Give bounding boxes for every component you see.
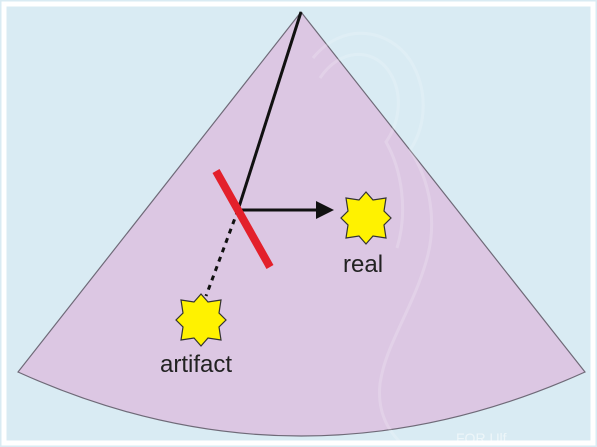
real-target-star-icon	[341, 192, 391, 244]
artifact-target-star-icon	[176, 294, 226, 346]
watermark-text: FOR Ulf	[456, 430, 507, 446]
real-label: real	[343, 251, 383, 278]
artifact-label: artifact	[160, 351, 232, 378]
